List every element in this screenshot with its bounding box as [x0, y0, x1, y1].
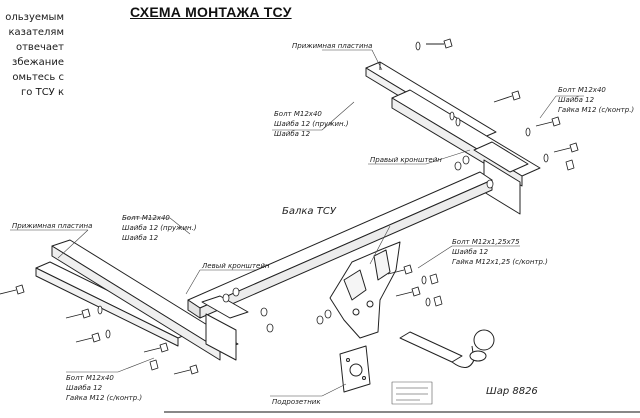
washer — [232, 287, 240, 297]
bolt — [143, 342, 169, 353]
label-right-bracket: Правый кронштейн — [370, 156, 442, 164]
label-bottom-washer: Шайба 12 — [66, 384, 103, 392]
label-right-bolt: Болт М12х40 — [558, 86, 606, 94]
nut — [565, 159, 575, 171]
washer — [486, 179, 494, 189]
label-right-plate: Прижимная пластина — [292, 42, 372, 50]
label-mid-washer-spring: Шайба 12 (пружин.) — [274, 120, 349, 128]
label-bottom-bolt: Болт М12х40 — [66, 374, 114, 382]
bolt — [75, 332, 101, 343]
label-ball: Шар 8826 — [486, 386, 538, 397]
washer — [324, 309, 332, 319]
bolts — [0, 38, 579, 375]
washer — [454, 161, 462, 171]
washer — [97, 305, 103, 315]
label-left-washer: Шайба 12 — [122, 234, 159, 242]
intro-line: збежание — [12, 57, 64, 68]
washer — [543, 153, 549, 163]
label-right-washer: Шайба 12 — [558, 96, 595, 104]
intro-line: ользуемым — [5, 12, 64, 23]
intro-line: казателям — [8, 27, 64, 38]
hitch-beam — [187, 171, 493, 319]
washer — [449, 111, 455, 121]
socket-plate — [339, 345, 371, 393]
label-left-plate: Прижимная пластина — [12, 222, 92, 230]
bolt — [387, 264, 413, 275]
label-bottom-nut: Гайка М12 (с/контр.) — [66, 394, 142, 402]
left-bracket — [51, 239, 249, 361]
label-center-nut: Гайка М12х1,25 (с/контр.) — [452, 258, 548, 266]
washer — [316, 315, 324, 325]
bolt — [65, 308, 91, 319]
washer — [421, 275, 427, 285]
nut — [149, 359, 159, 371]
label-left-bracket: Левый кронштейн — [201, 262, 270, 270]
bolt — [395, 286, 421, 297]
label-center-washer: Шайба 12 — [452, 248, 489, 256]
page-title: СХЕМА МОНТАЖА ТСУ — [130, 4, 292, 20]
label-mid-bolt: Болт М12х40 — [274, 110, 322, 118]
washer — [525, 127, 531, 137]
washer — [105, 329, 111, 339]
label-right-nut: Гайка М12 (с/контр.) — [558, 106, 634, 114]
washer — [455, 117, 461, 127]
label-center-bolt: Болт М12х1,25х75 — [452, 238, 520, 246]
washers-and-nuts — [97, 41, 575, 371]
washer — [415, 41, 421, 51]
center-hitch-bracket — [329, 241, 401, 339]
label-socket-plate: Подрозетник — [272, 398, 321, 406]
label-left-washer-spring: Шайба 12 (пружин.) — [122, 224, 197, 232]
nut — [433, 295, 443, 307]
label-left-bolt: Болт М12х40 — [122, 214, 170, 222]
bolt — [0, 284, 25, 295]
part-labels: Прижимная пластина Болт М12х40 Шайба 12 … — [12, 42, 634, 406]
label-mid-washer: Шайба 12 — [274, 130, 311, 138]
leader-lines — [10, 49, 584, 397]
tow-ball — [399, 329, 495, 368]
bolt — [426, 38, 453, 49]
right-bracket — [391, 89, 541, 215]
bolt — [173, 364, 199, 375]
washer — [462, 155, 470, 165]
washer — [266, 323, 274, 333]
intro-line: отвечает — [15, 42, 64, 53]
nut — [429, 273, 439, 285]
certificate-box — [391, 381, 433, 405]
bolt — [493, 90, 521, 103]
intro-text-fragment: ользуемым казателям отвечает збежание ом… — [0, 10, 64, 100]
label-beam: Балка ТСУ — [282, 206, 337, 217]
bolt — [535, 116, 561, 127]
washer — [425, 297, 431, 307]
intro-line: омьтесь с — [12, 72, 64, 83]
bolt — [553, 142, 579, 153]
intro-line: го ТСУ к — [21, 87, 64, 98]
washer — [260, 307, 268, 317]
washer — [222, 293, 230, 303]
